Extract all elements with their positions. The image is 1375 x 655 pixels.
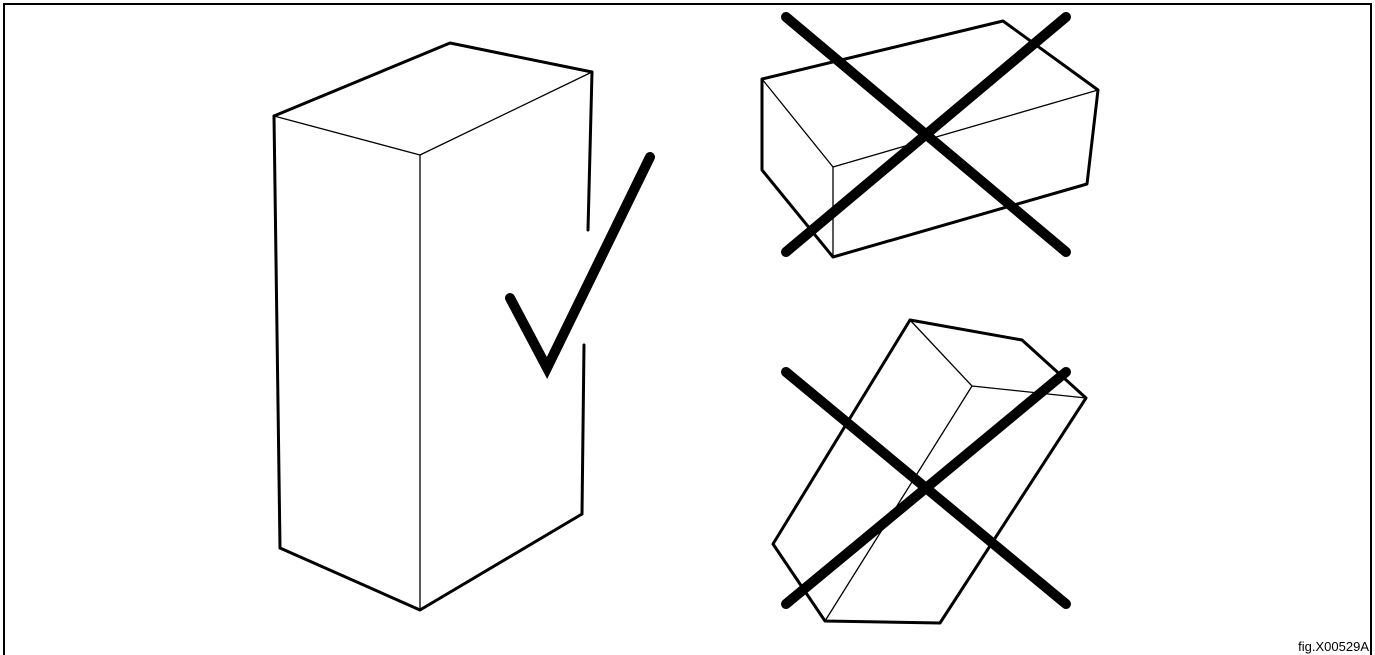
upright-box-right-edge-lower	[582, 345, 584, 514]
upright-box	[274, 43, 592, 610]
figure-reference: fig.X00529A	[1298, 640, 1369, 653]
cross-mark-icon	[786, 372, 1066, 604]
upright-box-left-edge	[274, 116, 280, 548]
upright-box-bottom-edge	[280, 514, 582, 610]
frame-border	[4, 4, 1371, 655]
upright-box-top-back-edge	[274, 43, 592, 116]
cross-mark-icon	[786, 17, 1066, 252]
upright-box-right-edge-upper	[588, 72, 592, 230]
flat-box-top-front-edge	[762, 79, 1098, 167]
tilted-box-top-front-edge	[910, 320, 1086, 398]
upright-box-top-front-edge	[274, 72, 592, 155]
check-mark-icon	[510, 157, 650, 368]
